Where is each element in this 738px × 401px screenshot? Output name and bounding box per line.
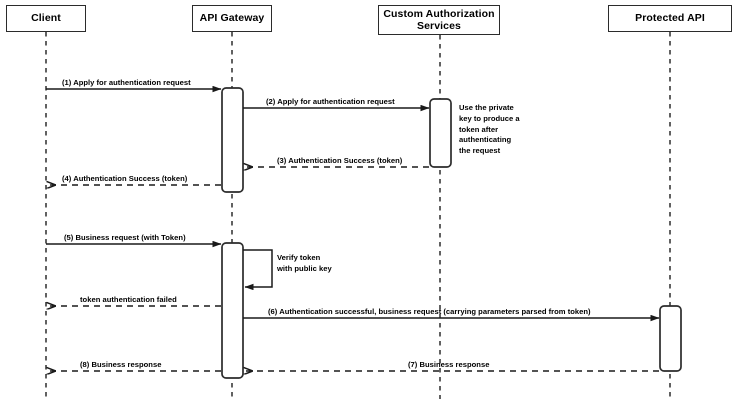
participant-label-api_gateway: API Gateway [199, 12, 265, 25]
participant-box-protected_api: Protected API [608, 5, 732, 32]
message-label-msg-6: (6) Authentication successful, business … [268, 307, 591, 316]
message-label-msg-7: (7) Business response [408, 360, 490, 369]
message-label-msg-4: (4) Authentication Success (token) [62, 174, 188, 183]
message-label-msg-failed: token authentication failed [80, 295, 177, 304]
message-label-msg-1: (1) Apply for authentication request [62, 78, 191, 87]
activation-bar-api_gateway [221, 242, 244, 379]
message-line-msg-self [243, 249, 273, 291]
participant-box-client: Client [6, 5, 86, 32]
message-lines-group [46, 85, 660, 371]
message-label-msg-2: (2) Apply for authentication request [266, 97, 395, 106]
participant-label-protected_api: Protected API [635, 12, 705, 25]
lifelines-group [45, 32, 671, 399]
activation-bar-protected_api [659, 305, 682, 372]
message-label-msg-3: (3) Authentication Success (token) [277, 156, 403, 165]
participant-box-api_gateway: API Gateway [192, 5, 272, 32]
activation-bar-api_gateway [221, 87, 244, 193]
participant-label-client: Client [31, 12, 61, 25]
activation-bars-group [221, 87, 682, 379]
message-label-msg-5: (5) Business request (with Token) [64, 233, 186, 242]
message-label-msg-8: (8) Business response [80, 360, 162, 369]
note-note-verify-token: Verify token with public key [277, 253, 332, 273]
participant-box-custom_auth: Custom Authorization Services [378, 5, 500, 35]
note-note-private-key: Use the private key to produce a token a… [459, 103, 520, 156]
activation-bar-custom_auth [429, 98, 452, 168]
participant-label-custom_auth: Custom Authorization Services [383, 7, 495, 32]
